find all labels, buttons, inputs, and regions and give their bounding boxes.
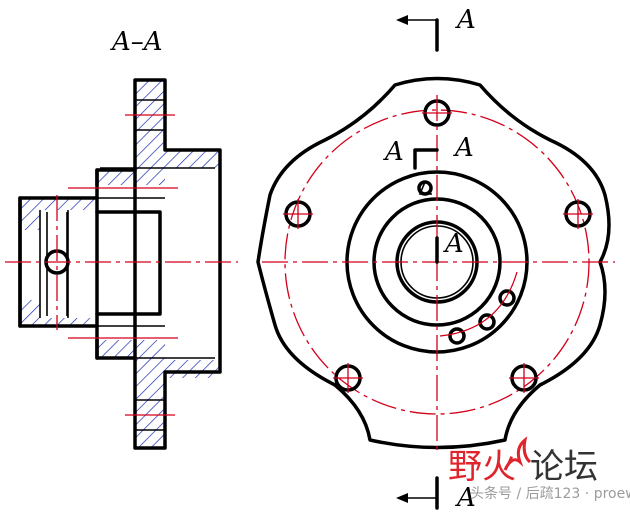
section-title: A–A [110,27,163,57]
watermark-fire-text: 野火 [448,447,516,487]
cut-label-bottom: A [455,483,476,513]
hatch-region-upper [20,80,220,230]
offset-cut-mark [413,148,439,170]
hatch-region-lower [20,300,220,448]
cut-label-detail-left: A [383,137,404,167]
cutting-plane-bottom: A [396,476,476,513]
small-hole-arc [439,271,518,337]
small-hole [498,289,516,307]
bore-outline [95,210,162,316]
view-arrow-head [396,15,408,25]
view-arrow-head [396,493,408,503]
watermark-forum-text: 论坛 [530,447,598,487]
cut-label-bore: A [443,229,464,259]
cut-label-top: A [455,5,476,35]
watermark: 野火 论坛 头条号 / 后疏123 · proewildfire.cn [448,436,630,502]
small-holes [417,180,518,345]
cut-label-detail-right: A [453,133,474,163]
offset-cut-detail: A A A [383,133,474,264]
watermark-subtext: 头条号 / 后疏123 · proewildfire.cn [470,485,630,502]
flange-outline [256,76,611,450]
small-hole [448,327,466,345]
small-hole [478,313,496,331]
cutting-plane-top: A [396,5,476,52]
offset-cut-arrow [418,181,432,195]
section-view: A–A [5,27,238,450]
front-view: A A A A A [256,5,615,513]
section-outline [18,78,222,450]
flame-icon [503,436,532,471]
